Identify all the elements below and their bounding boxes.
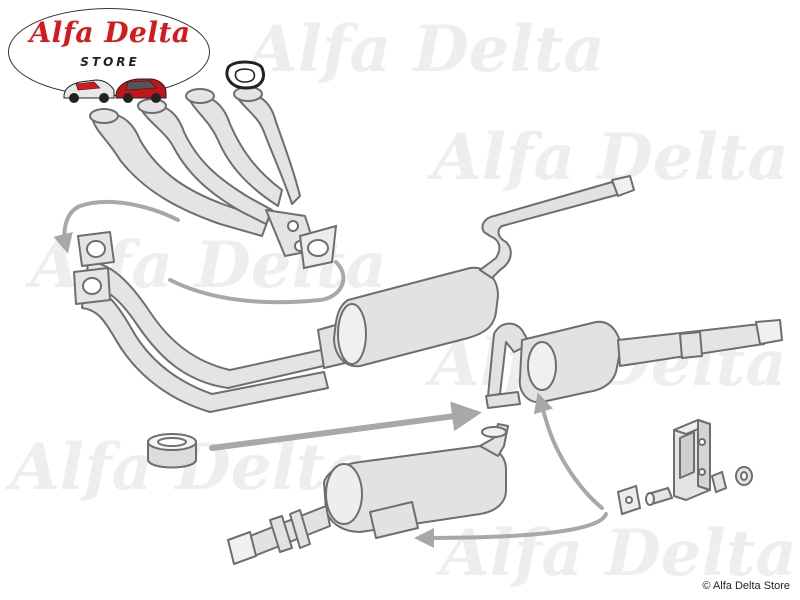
car-icon (63, 79, 115, 103)
rear-silencer (485, 320, 622, 409)
rubber-mount-bracket (673, 419, 711, 501)
mount-washer (710, 466, 753, 494)
logo-store-text: STORE (80, 55, 140, 69)
copyright-text: © Alfa Delta Store (702, 580, 790, 592)
mount-bushing (645, 486, 674, 506)
front-downpipe (73, 231, 333, 413)
bolt-on-silencer (227, 423, 509, 565)
intermediate-gasket-ring (147, 433, 197, 469)
exhaust-manifold (89, 86, 317, 257)
tailpipe (617, 319, 783, 367)
brand-logo: Alfa Delta STORE (8, 8, 212, 103)
logo-brand-text: Alfa Delta (29, 16, 191, 49)
mount-plate (616, 484, 642, 516)
car-icon (115, 78, 167, 103)
manifold-gasket (298, 224, 338, 270)
logo-cars-image (63, 78, 167, 103)
assembly-arrows (53, 199, 608, 548)
center-silencer (317, 175, 635, 369)
manifold-gasket-top (225, 60, 265, 90)
